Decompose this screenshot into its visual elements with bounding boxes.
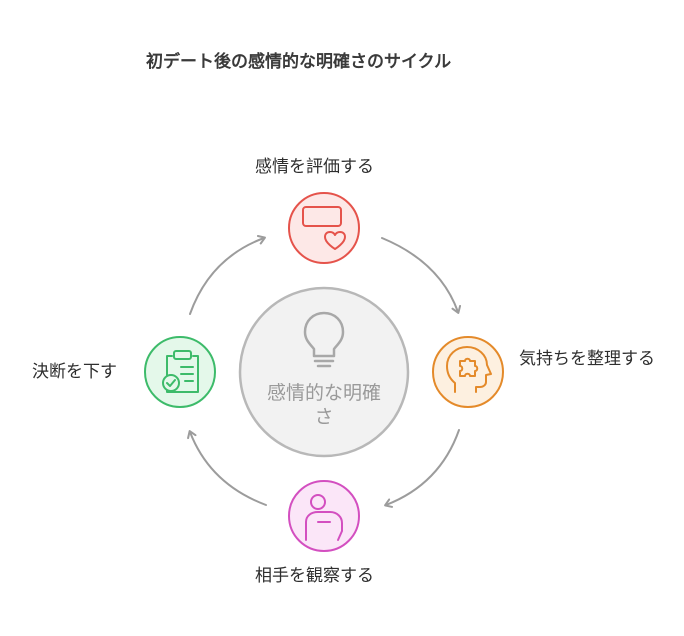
step-label-evaluate: 感情を評価する <box>255 157 374 177</box>
arrow-decide-to-evaluate <box>189 234 266 315</box>
diagram-title: 初デート後の感情的な明確さのサイクル <box>146 52 452 72</box>
step-node-decide <box>144 336 216 408</box>
step-label-organize: 気持ちを整理する <box>519 349 655 369</box>
step-node-observe <box>288 480 360 552</box>
center-node <box>238 286 410 458</box>
card-heart-icon <box>302 206 346 250</box>
arrow-observe-to-decide <box>187 430 267 506</box>
center-label: 感情的な明確さ <box>266 382 381 428</box>
step-node-organize <box>432 336 504 408</box>
step-label-decide: 決断を下す <box>32 362 117 382</box>
arrow-organize-to-observe <box>384 429 460 508</box>
lightbulb-icon <box>303 311 345 368</box>
arrow-evaluate-to-organize <box>381 237 462 314</box>
clipboard-check-icon <box>162 350 199 393</box>
step-label-observe: 相手を観察する <box>255 566 374 586</box>
person-icon <box>305 494 343 541</box>
head-puzzle-icon <box>446 346 492 393</box>
step-node-evaluate <box>288 192 360 264</box>
